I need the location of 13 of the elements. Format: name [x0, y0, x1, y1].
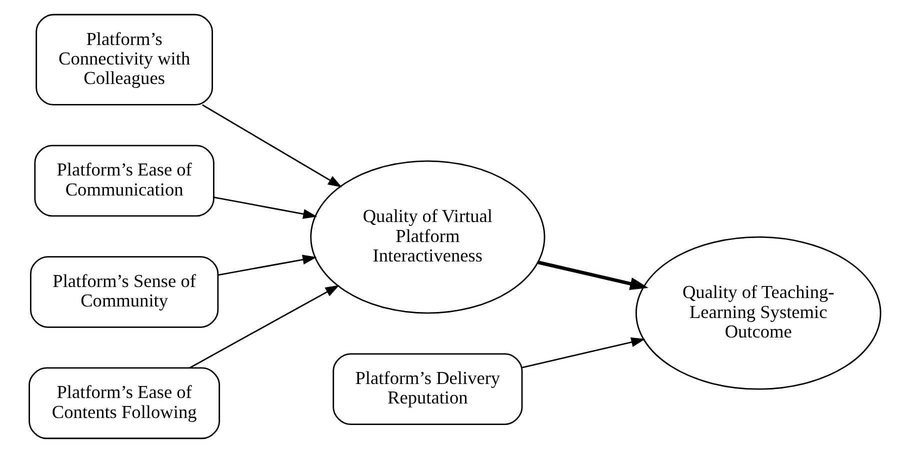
arrow: [538, 260, 648, 290]
arrow: [214, 196, 318, 218]
arrow: [189, 284, 340, 368]
node-box: Platform’s Ease of Communication: [34, 144, 214, 216]
arrow: [522, 336, 646, 368]
node-box: Platform’s Ease of Contents Following: [28, 366, 220, 439]
node-box: Platform’s Connectivity with Colleagues: [36, 13, 213, 105]
node-ellipse: Quality of Teaching-Learning Systemic Outcome: [635, 236, 882, 390]
node-box: Platform’s Sense of Community: [30, 256, 219, 328]
node-ellipse: Quality of Virtual Platform Interactiveness: [310, 160, 546, 314]
node-box: Platform’s Delivery Reputation: [332, 352, 523, 424]
arrow: [202, 104, 342, 187]
arrow: [218, 254, 317, 276]
